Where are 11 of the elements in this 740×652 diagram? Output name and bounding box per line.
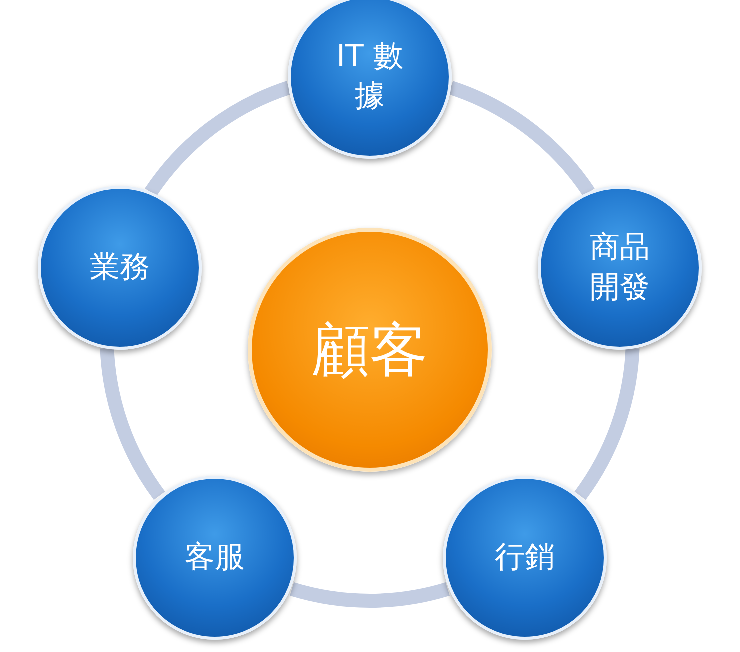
ring-connector bbox=[448, 81, 595, 197]
ring-connector bbox=[574, 348, 640, 500]
node-label: IT 數據 bbox=[336, 38, 404, 116]
node-label: 顧客 bbox=[312, 314, 428, 386]
node-label: 商品開發 bbox=[589, 228, 651, 307]
node-label: 行銷 bbox=[495, 538, 555, 577]
ring-connector bbox=[290, 582, 450, 608]
node-label: 業務 bbox=[90, 248, 150, 287]
node-label: 客服 bbox=[185, 538, 245, 577]
ring-connector bbox=[145, 81, 292, 197]
ring-connector bbox=[100, 348, 166, 500]
